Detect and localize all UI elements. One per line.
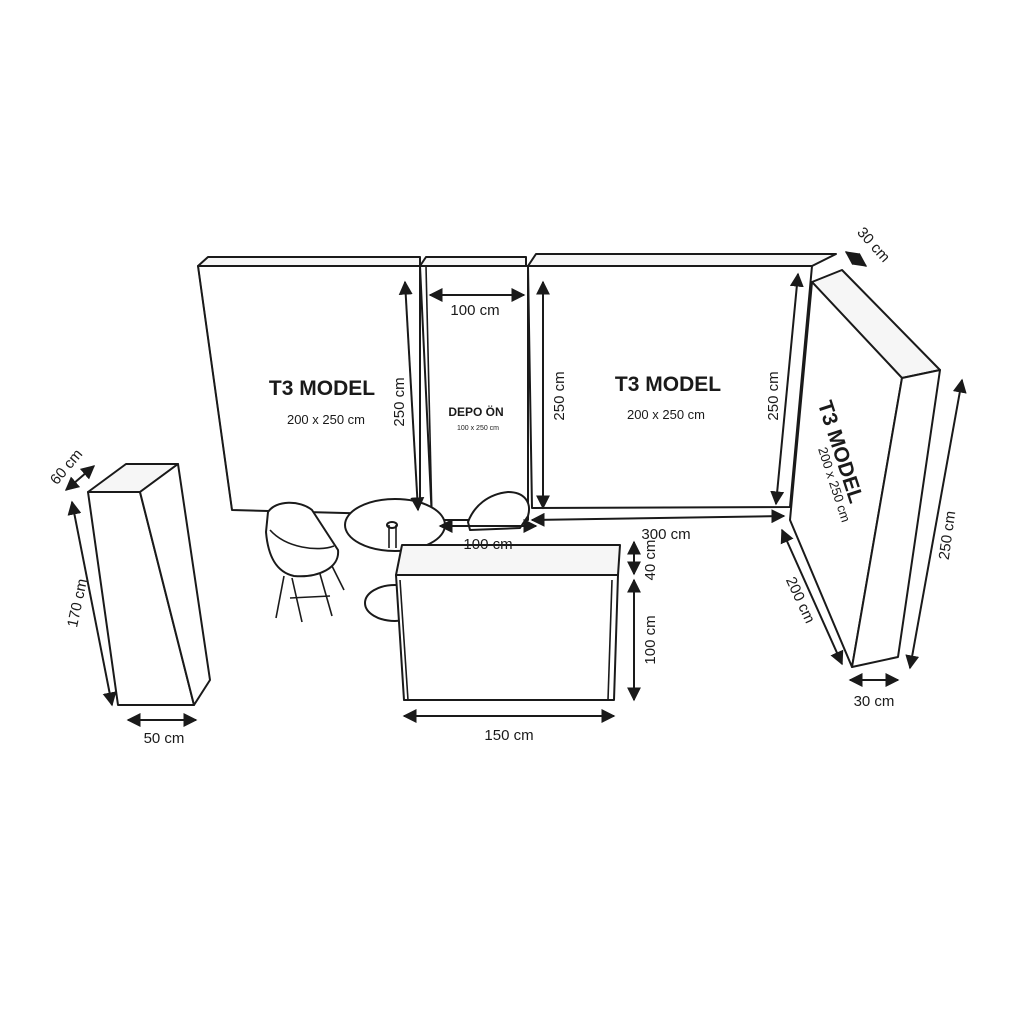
cabinet-depth-label: 60 cm	[47, 446, 86, 488]
side-depth-label: 30 cm	[854, 693, 895, 710]
back-length-label: 300 cm	[641, 526, 690, 543]
back-wall-left-panel	[197, 256, 421, 516]
depo-height-label: 250 cm	[551, 371, 568, 420]
left-height-label: 250 cm	[391, 377, 408, 426]
depo-panel-size: 100 x 250 cm	[457, 425, 499, 432]
counter-top-label: 40 cm	[642, 540, 659, 581]
left-chair	[265, 501, 345, 623]
left-panel-title: T3 MODEL	[269, 377, 375, 400]
wall-depth-label: 30 cm	[853, 224, 893, 266]
reception-counter	[395, 544, 621, 701]
depo-width-label: 100 cm	[450, 302, 499, 319]
counter-height-label: 100 cm	[642, 615, 659, 664]
wall-depth-dimension	[844, 251, 868, 267]
back-length-dimension	[530, 509, 786, 527]
cabinet-height-label: 170 cm	[64, 577, 91, 629]
side-height-label: 250 cm	[936, 510, 960, 561]
table-width-label: 100 cm	[463, 536, 512, 553]
left-panel-size: 200 x 250 cm	[287, 412, 365, 427]
left-height-dimension	[398, 280, 425, 512]
cabinet-depth-dimension	[64, 465, 96, 491]
depo-panel-title: DEPO ÖN	[448, 404, 503, 419]
counter-width-label: 150 cm	[484, 727, 533, 744]
side-length-dimension	[780, 528, 844, 666]
right-panel-size: 200 x 250 cm	[627, 407, 705, 422]
right-height-dimension	[770, 272, 804, 506]
side-height-dimension	[905, 378, 967, 670]
cabinet-width-label: 50 cm	[144, 730, 185, 747]
back-wall-depo-panel	[419, 256, 529, 521]
right-height-label: 250 cm	[765, 371, 782, 420]
display-cabinet	[87, 463, 211, 706]
back-wall-right-panel	[527, 253, 837, 509]
cabinet-height-dimension	[67, 500, 117, 707]
right-panel-title: T3 MODEL	[615, 373, 721, 396]
